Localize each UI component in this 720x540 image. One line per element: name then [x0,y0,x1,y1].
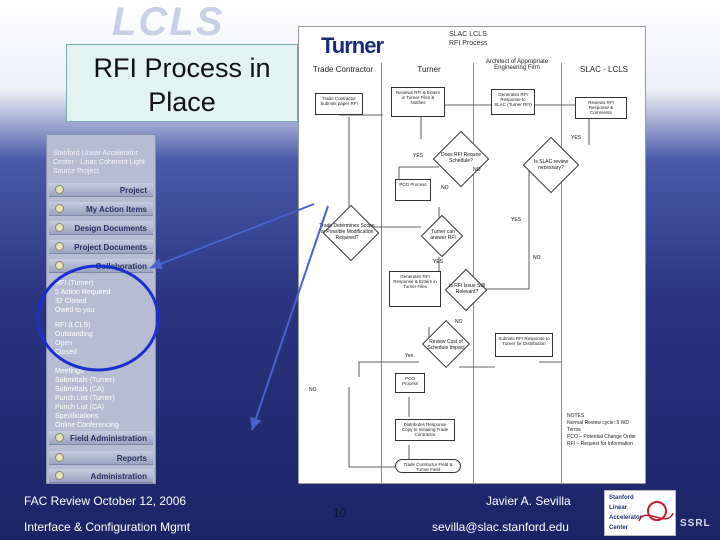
slide-title-line1: RFI Process in [93,53,271,83]
flow-box-submits: Trade Contractor Submits paper RFI [315,93,363,115]
collaboration-icon [55,261,64,270]
rfi-turner-list: RFI (Turner) 5 Action Required 32 Closed… [55,280,111,314]
administration-icon [55,471,64,480]
sidebar-org: Stanford Linear Accelerator Center - Lin… [53,150,145,175]
lane-divider [381,63,382,483]
flow-box-response: Generates RFI Response & Enters in Turne… [389,271,441,307]
col-slac: SLAC - LCLS [579,65,629,74]
rfi-lcls-list: RFI (LCLS) Outstanding Open Closed [55,322,93,356]
sidebar-item-action-items[interactable]: My Action Items [49,202,153,216]
page-number: 10 [333,506,347,520]
ssrl-badge: SSRL [680,518,711,529]
lcls-logo: LCLS [112,0,225,44]
flow-box-reviews: Reviews RFI & Enters in Turner Files & N… [391,87,445,117]
pointer-arrow [149,203,315,270]
sidebar-item-collaboration[interactable]: Collaboration [49,259,153,273]
flow-box-distributes: Distributes Response Copy to Initiating … [395,419,455,441]
flow-box-slac-review: Reviews RFI Response & Comments [575,97,627,119]
lane-divider [473,63,474,483]
lane-divider [561,63,562,483]
flow-box-submit-response: Submits RFI Response to Turner for Distr… [495,333,553,357]
rfi-lcls-link[interactable]: RFI (LCLS) [55,322,91,329]
rfi-flowchart: Turner SLAC LCLS RFI Process Trade Contr… [298,26,646,484]
sidebar-item-reports[interactable]: Reports [49,451,153,465]
slide-title-line2: Place [148,87,216,117]
field-admin-icon [55,433,64,442]
slide-title: RFI Process in Place [66,44,298,122]
flow-box-field: Trade Contractor Field & Turner Field [395,459,461,473]
footer-section: Interface & Configuration Mgmt [24,520,191,534]
sidebar-item-project[interactable]: Project [49,183,153,197]
col-trade-contractor: Trade Contractor [312,65,374,74]
footer-email: sevilla@slac.stanford.edu [432,520,569,534]
design-documents-icon [55,223,64,232]
reports-icon [55,453,64,462]
slac-logo: Stanford Linear Accelerator Center [604,490,676,536]
sidebar-item-design-documents[interactable]: Design Documents [49,221,153,235]
flow-box-pco: PCO Process [395,179,431,201]
flow-notes: NOTES Normal Review cycle: 5 WD Terms PC… [567,413,636,447]
footer-author: Javier A. Sevilla [486,494,571,508]
rfi-turner-link[interactable]: RFI (Turner) [55,280,94,287]
flow-header-line2: RFI Process [449,40,488,47]
more-items-list: Meetings Submittals (Turner) Submittals … [55,368,119,429]
col-architect: Architect of Appropriate Engineering Fir… [485,59,549,71]
sidebar-item-administration[interactable]: Administration [49,469,153,483]
project-icon [55,185,64,194]
sidebar-item-project-documents[interactable]: Project Documents [49,240,153,254]
project-sidebar: Stanford Linear Accelerator Center - Lin… [46,134,156,484]
slac-logo-mark [638,501,674,522]
footer-event: FAC Review October 12, 2006 [24,494,187,508]
action-items-icon [55,204,64,213]
flow-box-pco-2: PCO Process [395,373,425,393]
project-documents-icon [55,242,64,251]
turner-logo: Turner [321,33,384,58]
sidebar-item-field-administration[interactable]: Field Administration [49,431,153,445]
flow-box-generates: Generates RFI Response to SLAC (Turner R… [491,89,535,115]
col-turner: Turner [417,65,441,74]
flow-header-line1: SLAC LCLS [449,31,487,38]
